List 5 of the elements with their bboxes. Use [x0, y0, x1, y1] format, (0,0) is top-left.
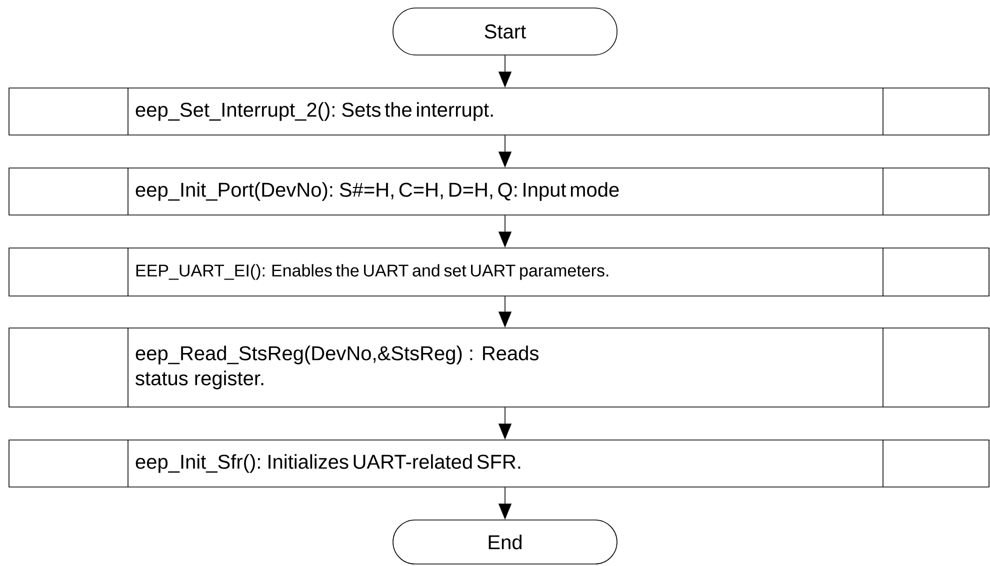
process-box: eep_Read_StsReg(DevNo,&StsReg) : Reads status register. — [8, 328, 990, 408]
process-box: eep_Init_Sfr(): Initializes UART-related SFR. — [8, 440, 990, 488]
process-box: EEP_UART_EI(): Enables the UART and set UART parameters. — [8, 248, 990, 296]
process-box: eep_Set_Interrupt_2(): Sets the interrupt. — [8, 88, 990, 136]
process-box: eep_Init_Port(DevNo): S#=H, C=H, D=H, Q: Input mode — [8, 168, 990, 216]
